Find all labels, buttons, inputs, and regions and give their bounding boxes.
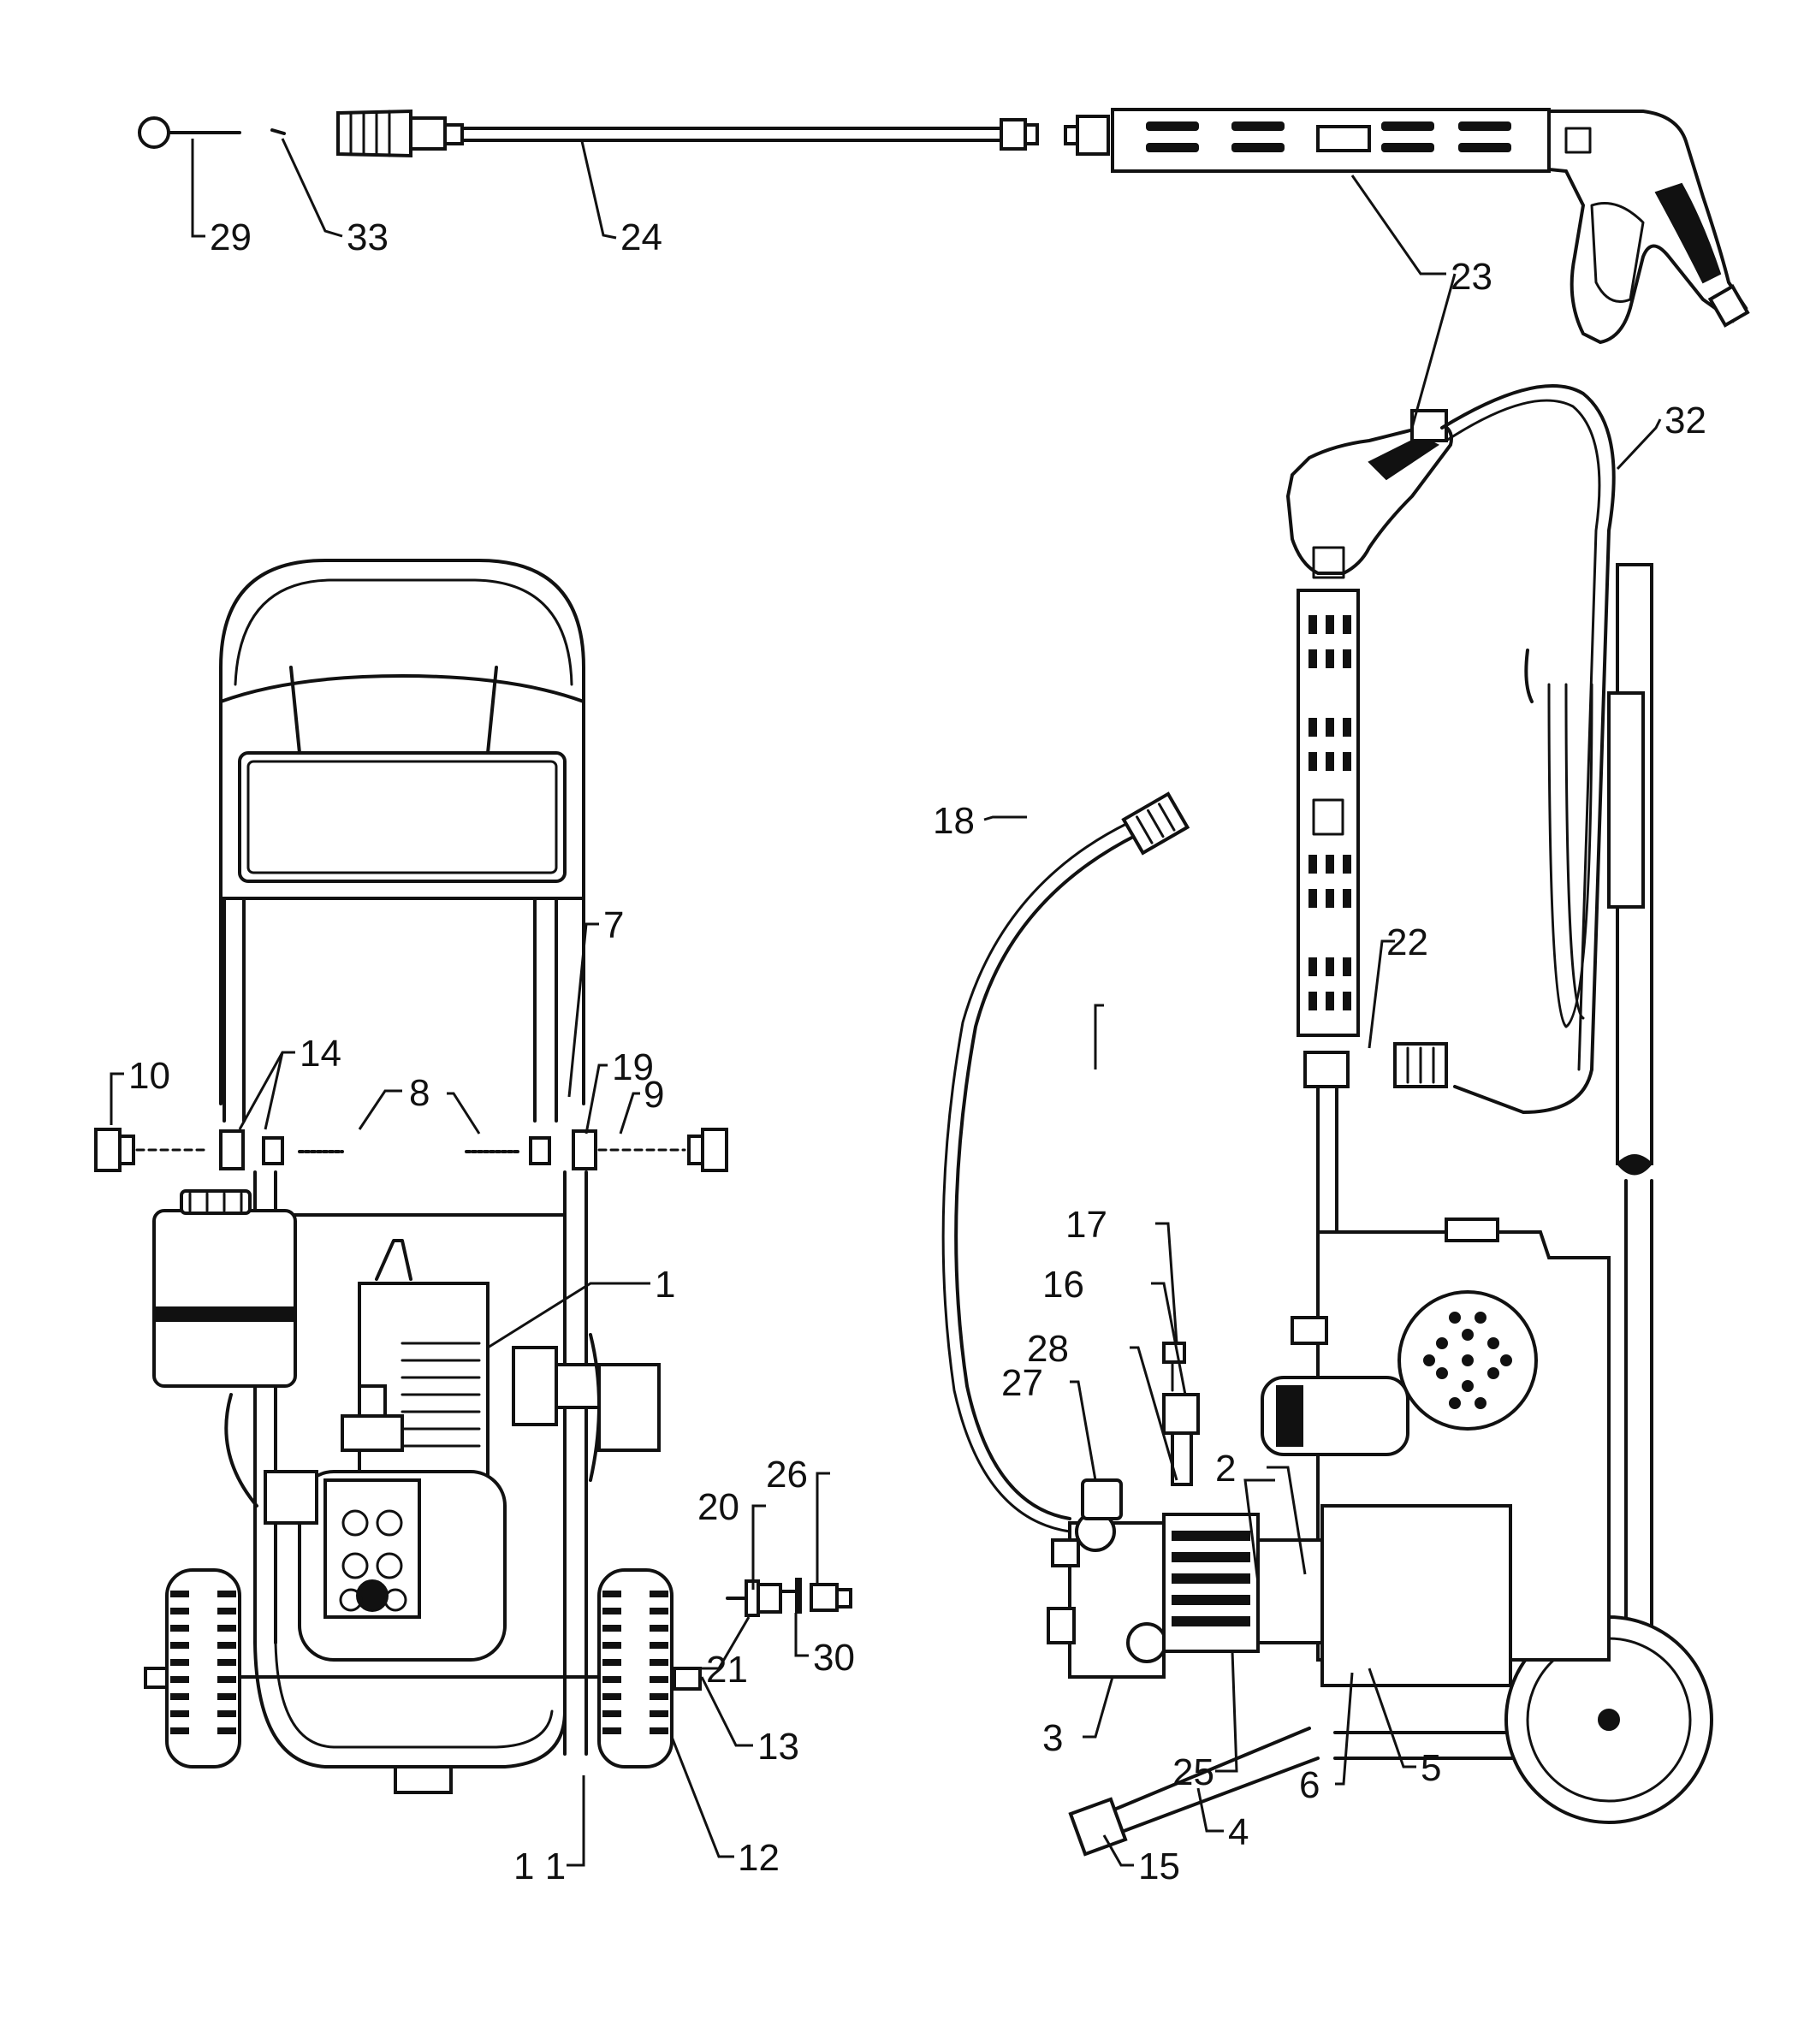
label-8: 8 xyxy=(409,1072,430,1114)
engine-icon xyxy=(1261,1218,1611,1687)
label-20: 20 xyxy=(697,1486,739,1528)
label-9: 9 xyxy=(644,1074,664,1116)
label-32: 32 xyxy=(1664,400,1706,441)
label-27: 27 xyxy=(1001,1362,1043,1404)
label-11: 1 1 xyxy=(513,1846,566,1887)
hose-icon xyxy=(1393,384,1616,1114)
label-6: 6 xyxy=(1299,1764,1320,1806)
fuel-tank-icon xyxy=(152,1189,297,1388)
label-18: 18 xyxy=(933,800,975,842)
label-22: 22 xyxy=(1386,921,1428,963)
label-29: 29 xyxy=(210,216,252,258)
machine-side-view xyxy=(941,384,1713,1857)
label-7: 7 xyxy=(603,904,624,946)
wand-assembly xyxy=(138,108,1750,345)
seal-icon xyxy=(270,128,286,135)
label-16: 16 xyxy=(1042,1264,1084,1306)
label-3: 3 xyxy=(1042,1717,1063,1759)
label-24: 24 xyxy=(620,216,662,258)
label-1: 1 xyxy=(655,1264,675,1306)
cart-front-view xyxy=(94,559,852,1794)
lance-icon xyxy=(336,109,1110,158)
label-15: 15 xyxy=(1138,1846,1180,1887)
pump-icon xyxy=(224,1384,421,1619)
label-25: 25 xyxy=(1172,1751,1214,1793)
label-26: 26 xyxy=(766,1454,808,1496)
label-33: 33 xyxy=(347,216,389,258)
wheel-icon xyxy=(597,1568,702,1769)
hose-icon xyxy=(941,791,1190,1533)
label-17: 17 xyxy=(1065,1204,1107,1246)
label-4: 4 xyxy=(1228,1811,1249,1853)
inlet-fitting-icon xyxy=(726,1578,852,1617)
leader-lines xyxy=(110,138,1662,1867)
spray-gun-icon xyxy=(1285,409,1453,1336)
o-ring-tool-icon xyxy=(138,116,241,149)
label-10: 10 xyxy=(128,1055,170,1097)
pump-icon xyxy=(1047,1342,1324,1679)
frame-bolt-set-icon xyxy=(94,1128,728,1172)
label-13: 13 xyxy=(757,1726,799,1768)
label-2: 2 xyxy=(1215,1448,1236,1490)
label-12: 12 xyxy=(738,1837,780,1879)
label-28: 28 xyxy=(1027,1328,1069,1370)
wheel-icon xyxy=(1504,1615,1713,1824)
wheel-icon xyxy=(144,1568,241,1769)
label-14: 14 xyxy=(300,1033,341,1075)
label-30: 30 xyxy=(813,1637,855,1679)
label-5: 5 xyxy=(1421,1747,1441,1789)
label-21: 21 xyxy=(706,1649,748,1691)
label-23: 23 xyxy=(1451,256,1492,298)
part-labels: 29 33 24 23 32 7 14 10 8 19 9 1 13 1 1 1… xyxy=(128,216,1706,1887)
spray-gun-icon xyxy=(1111,108,1750,345)
label-19: 19 xyxy=(612,1046,654,1088)
